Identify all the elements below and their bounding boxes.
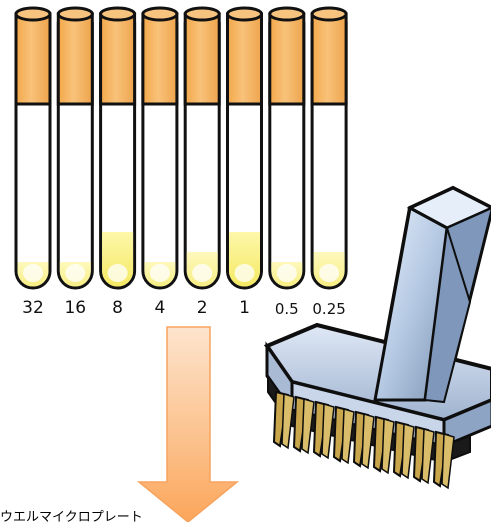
tube-concentration-label: 0.5 <box>274 300 299 318</box>
tube-cap <box>183 12 221 106</box>
tube-concentration-label: 16 <box>64 298 87 318</box>
tube-cap <box>14 12 52 106</box>
tube-cap <box>226 12 263 106</box>
tube-cap <box>268 12 306 106</box>
down-arrow-icon <box>136 326 240 523</box>
tube-concentration-label: 4 <box>154 298 166 318</box>
replicator-pin <box>441 433 455 490</box>
tube-cap <box>99 12 137 106</box>
replicator-pin <box>281 393 295 450</box>
test-tube-icon <box>183 6 221 290</box>
tube-concentration-label: 1 <box>239 298 250 318</box>
replicator-pin <box>381 418 395 475</box>
tube-concentration-label: 2 <box>196 298 208 318</box>
replicator-pin <box>341 408 355 465</box>
test-tube-icon <box>99 6 137 290</box>
test-tube-icon <box>56 6 94 290</box>
tube-concentration-label: 0.25 <box>312 300 346 318</box>
test-tube-icon <box>268 6 306 290</box>
tube-concentration-label: 32 <box>22 298 44 318</box>
replicator-pin <box>321 403 335 460</box>
replicator-pin <box>421 428 435 485</box>
replicator-pin <box>401 423 415 480</box>
multichannel-replicator-icon <box>263 185 491 490</box>
tube-cap <box>141 12 179 106</box>
tube-concentration-label: 8 <box>112 298 123 318</box>
microplate-caption: ウエルマイクロプレート <box>0 510 143 525</box>
test-tube-icon <box>310 6 348 290</box>
test-tube-icon <box>141 6 179 290</box>
test-tube-rack <box>14 6 348 290</box>
test-tube-icon <box>14 6 52 290</box>
replicator-pin <box>361 413 375 470</box>
tube-cap <box>310 12 348 106</box>
test-tube-icon <box>226 6 263 290</box>
tube-cap <box>56 12 94 106</box>
replicator-pin <box>301 398 315 455</box>
